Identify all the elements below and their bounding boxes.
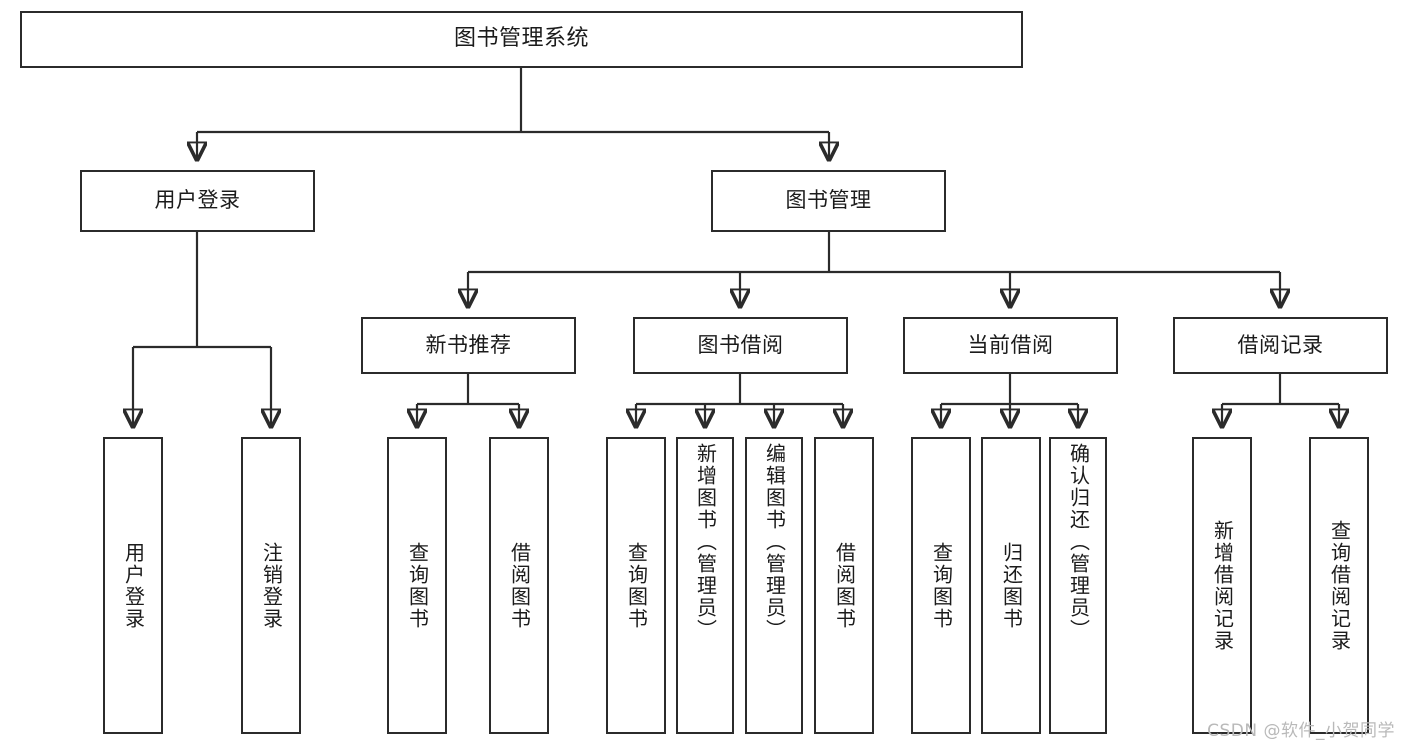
node-label: 归还图书	[999, 541, 1024, 630]
node-label: 查询图书	[405, 541, 430, 630]
node-label: 当前借阅	[967, 332, 1054, 357]
node-label: 查询图书	[624, 541, 649, 630]
node-label: 注销登录	[259, 541, 284, 630]
node-label: 借阅记录	[1237, 332, 1324, 357]
node-book-management[interactable]: 图书管理	[711, 170, 946, 232]
leaf-return-book[interactable]: 归还图书	[981, 437, 1041, 734]
node-label: 查询借阅记录	[1327, 519, 1352, 652]
node-book-borrow[interactable]: 图书借阅	[633, 317, 848, 374]
leaf-query-book-recommend[interactable]: 查询图书	[387, 437, 447, 734]
leaf-query-book-borrow[interactable]: 查询图书	[606, 437, 666, 734]
node-label: 编辑图书（管理员）	[762, 443, 787, 641]
node-label: 新增图书（管理员）	[693, 443, 718, 641]
leaf-borrow-book-recommend[interactable]: 借阅图书	[489, 437, 549, 734]
node-root-system[interactable]: 图书管理系统	[20, 11, 1023, 68]
leaf-user-logout[interactable]: 注销登录	[241, 437, 301, 734]
leaf-user-login[interactable]: 用户登录	[103, 437, 163, 734]
node-label: 查询图书	[929, 541, 954, 630]
node-new-book-recommend[interactable]: 新书推荐	[361, 317, 576, 374]
node-label: 图书管理系统	[453, 26, 589, 52]
node-label: 图书借阅	[697, 332, 784, 357]
node-label: 借阅图书	[832, 541, 857, 630]
node-label: 确认归还（管理员）	[1066, 443, 1091, 641]
leaf-borrow-book[interactable]: 借阅图书	[814, 437, 874, 734]
leaf-edit-book-admin[interactable]: 编辑图书（管理员）	[745, 437, 803, 734]
node-label: 用户登录	[154, 188, 241, 213]
leaf-query-borrow-record[interactable]: 查询借阅记录	[1309, 437, 1369, 734]
node-current-borrow[interactable]: 当前借阅	[903, 317, 1118, 374]
node-label: 借阅图书	[507, 541, 532, 630]
node-label: 图书管理	[785, 188, 872, 213]
node-borrow-record[interactable]: 借阅记录	[1173, 317, 1388, 374]
leaf-confirm-return-admin[interactable]: 确认归还（管理员）	[1049, 437, 1107, 734]
leaf-add-book-admin[interactable]: 新增图书（管理员）	[676, 437, 734, 734]
csdn-watermark: CSDN @软件_小贺同学	[1207, 721, 1395, 741]
leaf-add-borrow-record[interactable]: 新增借阅记录	[1192, 437, 1252, 734]
leaf-query-book-current[interactable]: 查询图书	[911, 437, 971, 734]
node-label: 用户登录	[121, 541, 146, 630]
node-label: 新增借阅记录	[1210, 519, 1235, 652]
node-user-login[interactable]: 用户登录	[80, 170, 315, 232]
node-label: 新书推荐	[425, 332, 512, 357]
